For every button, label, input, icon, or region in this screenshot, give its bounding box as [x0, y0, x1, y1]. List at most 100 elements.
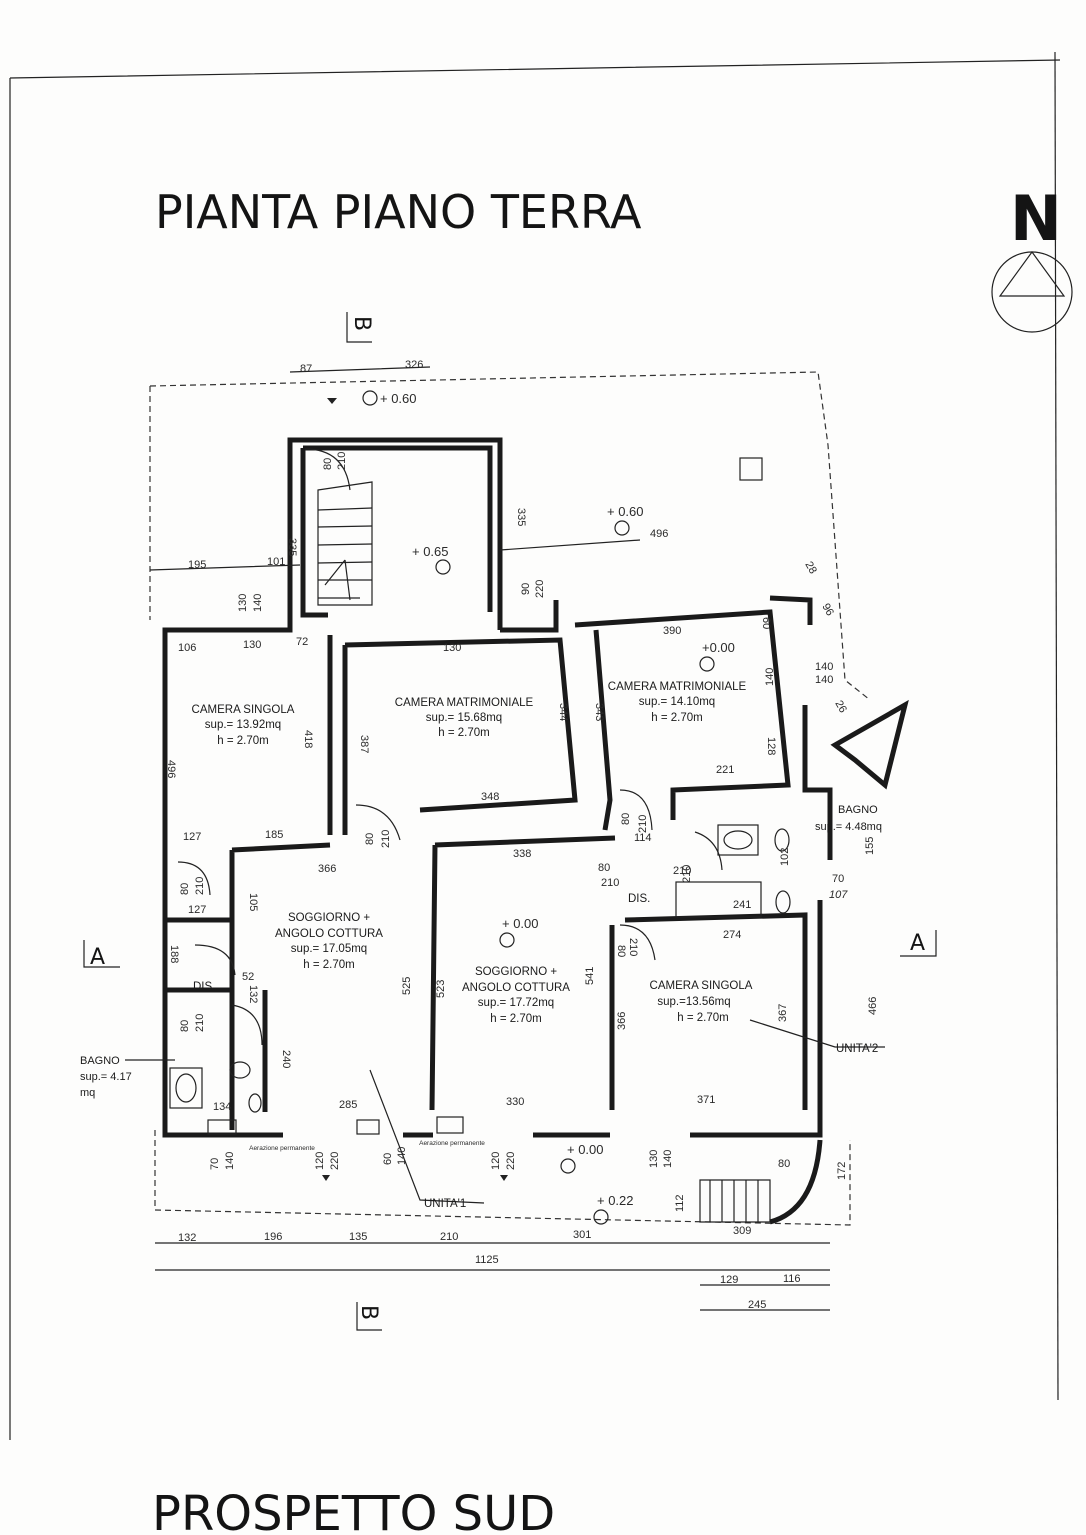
svg-text:sup.= 17.05mq: sup.= 17.05mq: [291, 943, 367, 955]
svg-text:A: A: [910, 931, 925, 956]
room-label-camera-matrimoniale-2: CAMERA MATRIMONIALE sup.= 14.10mq h = 2.…: [608, 681, 747, 724]
svg-text:132: 132: [247, 985, 259, 1003]
svg-text:h = 2.70m: h = 2.70m: [490, 1013, 541, 1025]
svg-text:348: 348: [481, 791, 499, 803]
svg-text:107: 107: [829, 889, 848, 901]
svg-text:80: 80: [322, 458, 334, 470]
level-marker: +0.00: [699, 640, 735, 672]
sheet-border: [9, 59, 1061, 1440]
svg-text:114: 114: [634, 832, 652, 844]
unit-label-1: UNITA'1: [369, 1069, 485, 1210]
dis-label: DIS.: [193, 981, 215, 993]
dimensions-middle: 366 338 80 210 210 70 107 241 274 127 10…: [179, 848, 848, 941]
svg-text:mq: mq: [80, 1087, 95, 1099]
svg-text:330: 330: [506, 1096, 524, 1108]
svg-text:127: 127: [183, 831, 201, 843]
level-marker: + 0.65: [412, 544, 451, 575]
svg-text:130: 130: [648, 1150, 660, 1168]
svg-text:106: 106: [178, 642, 196, 654]
svg-text:172: 172: [836, 1162, 848, 1180]
svg-text:367: 367: [777, 1004, 789, 1022]
external-ramp: [830, 699, 909, 790]
svg-text:B: B: [349, 316, 374, 331]
svg-text:221: 221: [716, 764, 734, 776]
svg-text:sup.= 14.10mq: sup.= 14.10mq: [639, 696, 715, 708]
svg-text:220: 220: [505, 1152, 517, 1170]
svg-text:210: 210: [194, 1014, 206, 1032]
svg-text:sup.=13.56mq: sup.=13.56mq: [657, 996, 730, 1008]
svg-text:72: 72: [296, 636, 308, 648]
svg-text:1125: 1125: [475, 1254, 499, 1266]
room-label-soggiorno-1: SOGGIORNO + ANGOLO COTTURA sup.= 17.05mq…: [275, 912, 383, 971]
svg-text:sup.= 4.48mq: sup.= 4.48mq: [815, 821, 882, 833]
svg-text:80: 80: [615, 945, 627, 957]
svg-text:210: 210: [673, 865, 691, 877]
svg-text:241: 241: [733, 899, 751, 911]
svg-text:128: 128: [765, 737, 777, 755]
svg-text:h = 2.70m: h = 2.70m: [651, 712, 702, 724]
svg-text:210: 210: [336, 452, 348, 470]
svg-text:130: 130: [443, 642, 461, 654]
svg-text:210: 210: [637, 815, 649, 833]
svg-text:130: 130: [237, 594, 249, 612]
svg-text:96: 96: [819, 602, 836, 619]
svg-text:130: 130: [243, 639, 261, 651]
svg-text:70: 70: [832, 873, 844, 885]
svg-text:UNITA'1: UNITA'1: [424, 1198, 466, 1210]
chimney-square: [739, 457, 763, 481]
aeration-grill: [207, 1119, 237, 1135]
svg-text:496: 496: [165, 760, 177, 778]
entry-arrow-icon: [327, 398, 337, 404]
svg-text:90: 90: [520, 583, 532, 595]
svg-text:80: 80: [179, 1020, 191, 1032]
svg-text:523: 523: [435, 980, 447, 998]
svg-text:+0.00: +0.00: [702, 640, 735, 655]
svg-text:466: 466: [867, 997, 879, 1015]
svg-text:140: 140: [662, 1150, 674, 1168]
bathroom-fixtures-right: [675, 824, 791, 918]
dimensions-rooms: 496 418 387 344 343 128 348 221 127 185 …: [165, 703, 876, 883]
level-marker: + 0.60: [607, 504, 644, 536]
svg-text:366: 366: [616, 1012, 628, 1030]
svg-text:116: 116: [783, 1273, 801, 1285]
dimensions-totals: 132 196 135 210 301 309 1125 129 116 245: [178, 1225, 801, 1311]
stair-walls: [300, 445, 493, 618]
svg-text:140: 140: [815, 674, 833, 686]
dimensions-top: 87 326: [300, 359, 423, 375]
svg-text:h = 2.70m: h = 2.70m: [677, 1012, 728, 1024]
svg-text:80: 80: [364, 833, 376, 845]
svg-text:26: 26: [832, 699, 849, 716]
section-marker-b-bottom: B: [356, 1302, 382, 1331]
level-marker: + 0.00: [560, 1142, 604, 1174]
aeration-grill: [436, 1116, 464, 1134]
dis-label: DIS.: [628, 893, 650, 905]
svg-text:102: 102: [779, 848, 791, 866]
svg-text:344: 344: [557, 703, 569, 721]
svg-text:343: 343: [593, 703, 605, 721]
svg-text:h = 2.70m: h = 2.70m: [303, 959, 354, 971]
svg-text:h = 2.70m: h = 2.70m: [217, 735, 268, 747]
svg-text:120: 120: [314, 1152, 326, 1170]
svg-text:CAMERA SINGOLA: CAMERA SINGOLA: [192, 704, 295, 716]
north-arrow-icon: [991, 250, 1073, 333]
svg-text:240: 240: [280, 1050, 292, 1068]
room-label-bagno-right: BAGNO sup.= 4.48mq: [815, 804, 882, 833]
internal-walls: [165, 609, 808, 1130]
svg-text:185: 185: [265, 829, 283, 841]
svg-text:210: 210: [681, 865, 693, 883]
svg-text:210: 210: [601, 877, 619, 889]
aeration-label: Aerazione permanente Aerazione permanent…: [249, 1140, 485, 1152]
svg-text:B: B: [356, 1305, 381, 1320]
svg-text:+ 0.60: + 0.60: [380, 391, 417, 406]
svg-text:140: 140: [396, 1147, 408, 1165]
svg-text:301: 301: [573, 1229, 591, 1241]
svg-text:210: 210: [440, 1231, 458, 1243]
svg-text:188: 188: [168, 945, 180, 963]
svg-text:CAMERA MATRIMONIALE: CAMERA MATRIMONIALE: [395, 697, 534, 709]
svg-text:BAGNO: BAGNO: [80, 1055, 120, 1067]
svg-text:132: 132: [178, 1232, 196, 1244]
svg-text:CAMERA SINGOLA: CAMERA SINGOLA: [650, 980, 753, 992]
svg-text:335: 335: [286, 538, 298, 556]
